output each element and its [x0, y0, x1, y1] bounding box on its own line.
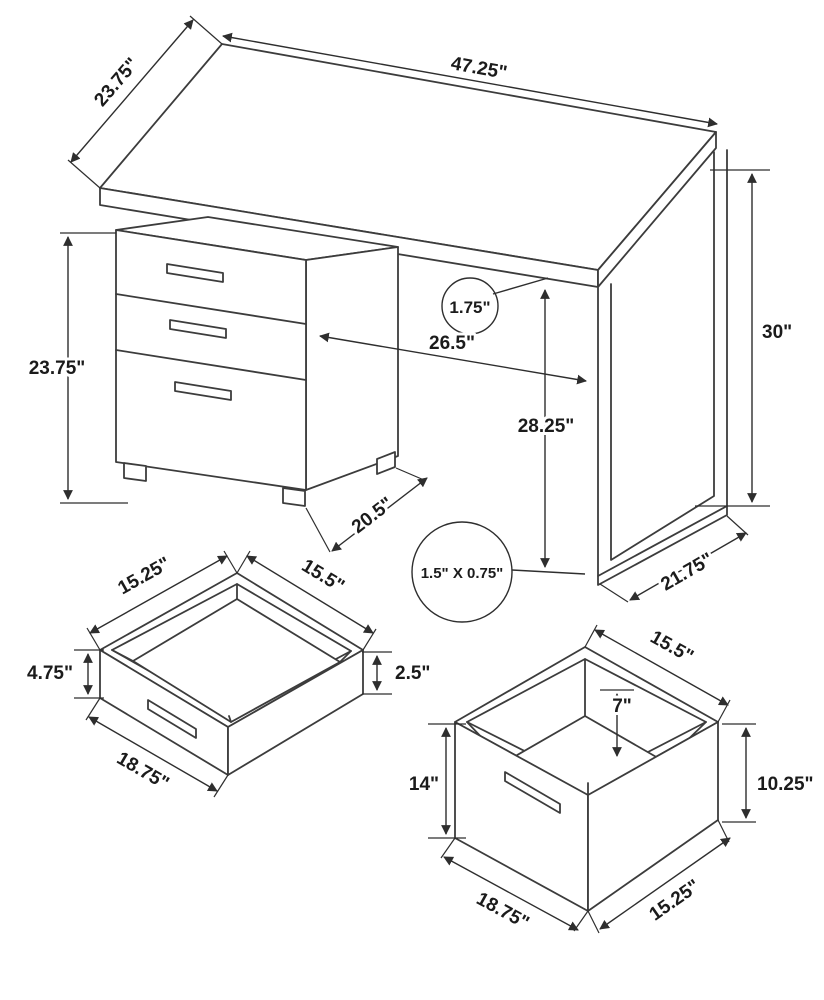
- dim-label-ld-side-edge: 15.5": [647, 627, 697, 668]
- dim-label-leg-tube: 1.5" X 0.75": [421, 565, 504, 582]
- dim-label-ld-back-height: 10.25": [757, 774, 814, 795]
- dim-label-ld-bottom-front: 18.75": [473, 888, 533, 934]
- dim-label-sd-front-height: 4.75": [27, 663, 73, 684]
- dim-label-top-width: 47.25": [449, 53, 508, 84]
- dim-label-cabinet-height: 23.75": [29, 358, 86, 379]
- cabinet-side-face: [305, 246, 399, 491]
- dim-label-knee-clearance: 26.5": [429, 333, 475, 354]
- drawer-divider-2: [115, 349, 307, 381]
- dim-label-ld-bottom-side: 15.25": [646, 876, 704, 926]
- dim-label-ld-inner-depth: 7": [612, 696, 632, 717]
- drawer-divider-1: [115, 293, 307, 325]
- dim-label-cabinet-depth: 20.5": [348, 493, 397, 538]
- dim-label-sd-side-height: 2.5": [395, 663, 430, 684]
- dim-label-top-thickness: 1.75": [449, 298, 490, 317]
- leg-tube-callout-circle: [411, 521, 513, 623]
- small-drawer-wall-edges: [111, 583, 352, 723]
- cabinet-foot-right: [282, 487, 306, 507]
- large-drawer-handle: [504, 771, 561, 814]
- drawer-handle-3: [174, 381, 232, 401]
- dim-label-sd-front-edge: 15.25": [115, 553, 175, 599]
- dim-label-leg-depth: 21.75": [658, 549, 717, 595]
- cabinet-front-face: [115, 229, 307, 491]
- drawer-handle-2: [169, 319, 227, 339]
- cabinet: [115, 216, 399, 507]
- dim-label-sd-bottom-edge: 18.75": [113, 748, 172, 794]
- desk-drawing: [99, 43, 728, 586]
- cabinet-foot-left: [123, 462, 147, 482]
- large-drawer-drawing: [454, 646, 719, 912]
- dim-label-overall-height: 30": [762, 322, 792, 343]
- dim-label-ld-front-height: 14": [409, 774, 439, 795]
- desk-right-edge-face: [597, 131, 717, 288]
- leg-inner-frame: [610, 151, 715, 561]
- leg-base-thickness: [597, 505, 728, 586]
- dim-label-underside-height: 28.25": [518, 416, 575, 437]
- drawer-handle-1: [166, 263, 224, 283]
- dim-label-top-depth: 23.75": [90, 54, 143, 111]
- cabinet-foot-back: [376, 451, 396, 475]
